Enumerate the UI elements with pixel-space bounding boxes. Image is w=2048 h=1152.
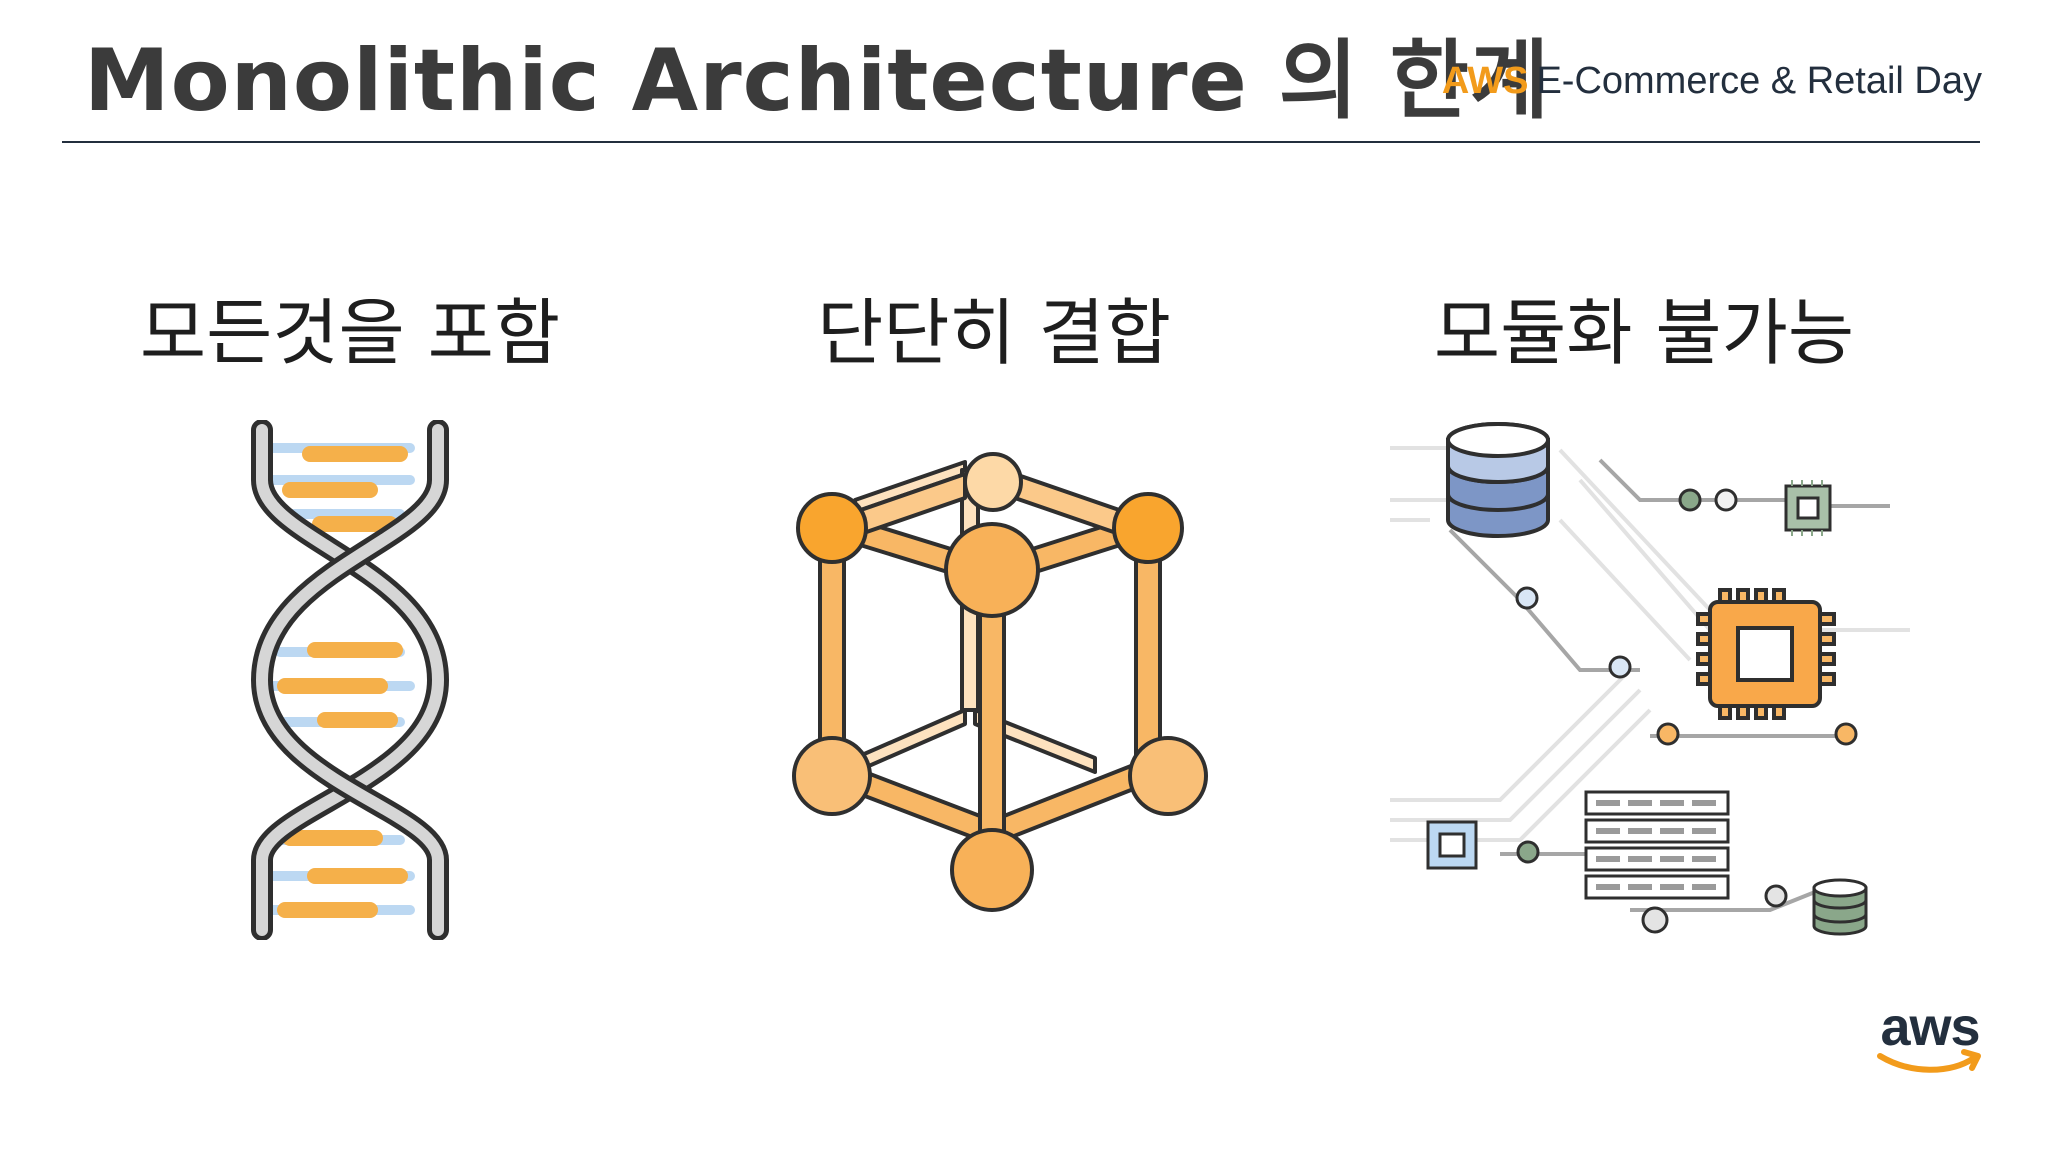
circuit-network-icon (1390, 422, 1910, 936)
event-brand: AWS (1441, 60, 1529, 102)
point-label-tightly-coupled: 단단히 결합 (816, 291, 1172, 375)
connected-cube-icon (792, 452, 1208, 912)
slide-title: Monolithic Architecture 의 한계 (84, 31, 1551, 131)
dna-helix-icon (250, 420, 450, 940)
point-label-not-modular: 모듈화 불가능 (1433, 291, 1855, 375)
event-name: E-Commerce & Retail Day (1536, 60, 1982, 102)
aws-logo: aws (1874, 1000, 1986, 1090)
aws-logo-text: aws (1880, 997, 1980, 1057)
title-divider (62, 141, 1980, 143)
aws-smile-icon (1877, 1049, 1981, 1073)
point-label-all-in-one: 모든것을 포함 (139, 291, 561, 375)
